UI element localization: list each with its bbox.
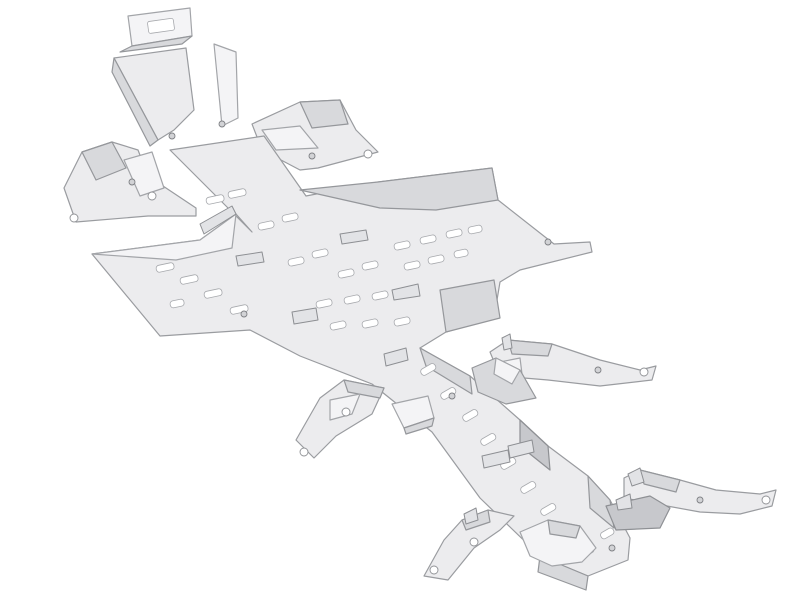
left-a-arm-guard bbox=[63, 141, 197, 223]
center-bracket bbox=[391, 395, 435, 435]
mounting-tabs bbox=[199, 205, 616, 552]
front-upper-guard bbox=[111, 43, 239, 147]
left-rear-a-arm-guard bbox=[295, 379, 385, 459]
front-mount-bracket bbox=[119, 7, 193, 53]
right-upper-rear-a-arm-guard bbox=[489, 333, 657, 387]
right-side-cover bbox=[471, 357, 537, 405]
main-center-skid-plate bbox=[91, 135, 631, 591]
right-front-a-arm-guard bbox=[251, 99, 379, 171]
rear-end-guard bbox=[519, 493, 671, 567]
vent-slots bbox=[155, 188, 615, 558]
bottom-left-rear-guard bbox=[423, 507, 515, 581]
